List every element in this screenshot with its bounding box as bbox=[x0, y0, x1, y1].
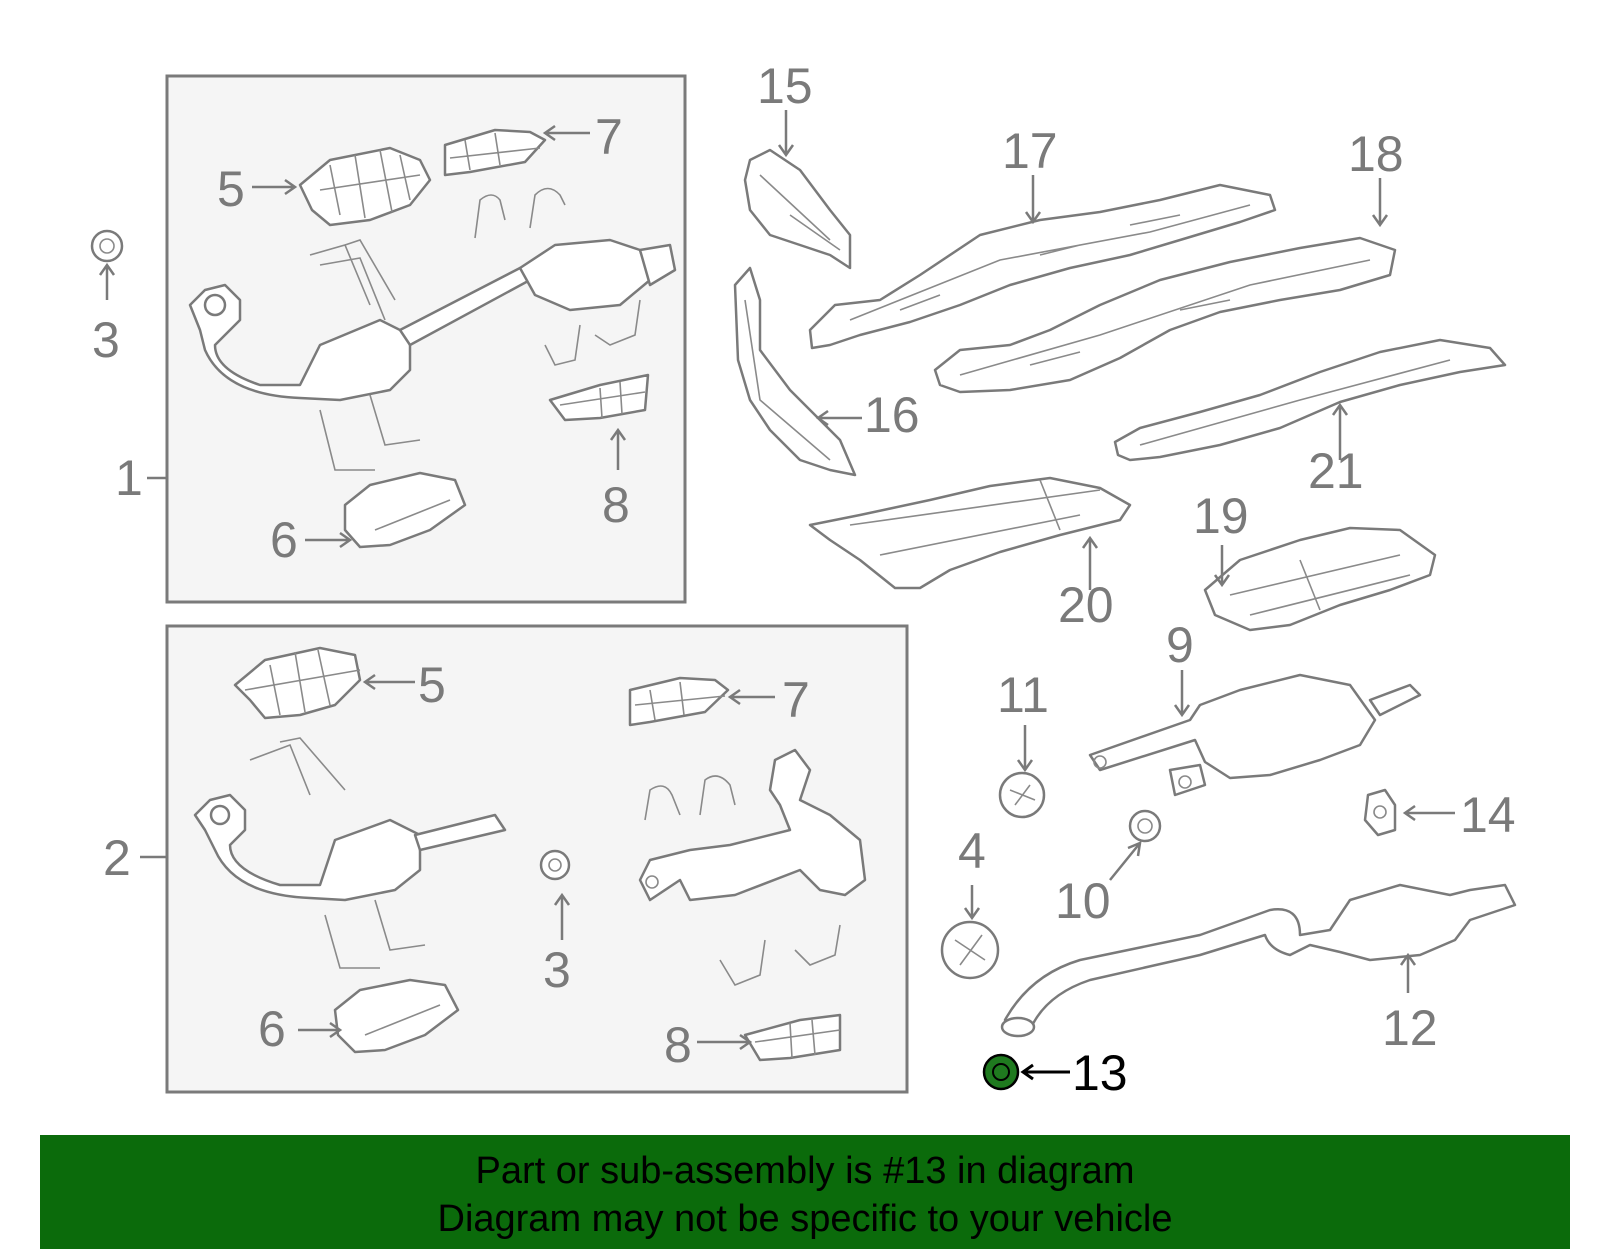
clamp-lower-left[interactable] bbox=[319, 394, 421, 471]
heat-shield-7-upper[interactable] bbox=[443, 128, 547, 177]
clamp-box2-upper[interactable] bbox=[249, 737, 346, 796]
clamp-box2-right-upper[interactable] bbox=[644, 775, 736, 821]
heat-insulator-17[interactable] bbox=[808, 183, 1277, 350]
heat-insulator-15[interactable] bbox=[743, 148, 852, 270]
heat-shield-6-lower[interactable] bbox=[333, 978, 460, 1054]
callout-14: 14 bbox=[1460, 787, 1516, 843]
callout-6-box2: 6 bbox=[258, 1001, 286, 1057]
callout-8-box1: 8 bbox=[602, 477, 630, 533]
hanger-11[interactable] bbox=[998, 771, 1046, 819]
catalytic-converter-assembly-1[interactable] bbox=[188, 238, 677, 402]
callout-9: 9 bbox=[1166, 617, 1194, 673]
callout-5-box2: 5 bbox=[418, 657, 446, 713]
callout-18: 18 bbox=[1348, 126, 1404, 182]
heat-shield-5-upper[interactable] bbox=[298, 146, 432, 227]
hanger-4[interactable] bbox=[940, 920, 1000, 980]
leader-lines bbox=[98, 110, 1455, 1081]
clamp-mid[interactable] bbox=[309, 239, 396, 321]
gasket-10[interactable] bbox=[1128, 809, 1162, 843]
callout-6-box1: 6 bbox=[270, 512, 298, 568]
callout-11: 11 bbox=[997, 667, 1049, 723]
callout-1: 1 bbox=[115, 450, 143, 506]
heat-insulator-19[interactable] bbox=[1203, 526, 1437, 632]
callout-3-box2: 3 bbox=[543, 942, 571, 998]
heat-shield-5-lower[interactable] bbox=[233, 646, 362, 720]
info-banner: Part or sub-assembly is #13 in diagram D… bbox=[40, 1135, 1570, 1249]
callout-21: 21 bbox=[1308, 443, 1364, 499]
heat-shield-8-lower[interactable] bbox=[743, 1013, 842, 1062]
callout-15: 15 bbox=[757, 58, 813, 114]
callout-2: 2 bbox=[103, 830, 131, 886]
heat-shield-7-lower[interactable] bbox=[628, 676, 730, 727]
heat-shield-8-upper[interactable] bbox=[548, 373, 650, 422]
callout-3-left: 3 bbox=[92, 312, 120, 368]
clamp-box2-right-lower[interactable] bbox=[719, 924, 841, 986]
clamp-box2-lower[interactable] bbox=[324, 899, 426, 969]
gasket-3-lower[interactable] bbox=[539, 849, 571, 881]
clamp-right[interactable] bbox=[544, 299, 641, 366]
muffler-9[interactable] bbox=[1088, 673, 1422, 797]
callout-4: 4 bbox=[958, 823, 986, 879]
tailpipe-muffler-12[interactable] bbox=[1000, 883, 1517, 1038]
banner-line-2: Diagram may not be specific to your vehi… bbox=[437, 1198, 1173, 1240]
callout-19: 19 bbox=[1193, 488, 1249, 544]
callout-12: 12 bbox=[1382, 1000, 1438, 1056]
callout-10: 10 bbox=[1055, 873, 1111, 929]
catalytic-converter-assembly-2[interactable] bbox=[193, 793, 507, 902]
callout-13-highlighted: 13 bbox=[1072, 1045, 1128, 1101]
callout-7-box1: 7 bbox=[595, 109, 623, 165]
heat-insulator-21[interactable] bbox=[1113, 338, 1507, 462]
banner-line-1: Part or sub-assembly is #13 in diagram bbox=[475, 1150, 1135, 1192]
gasket-3-outside[interactable] bbox=[90, 229, 124, 263]
clamp-upper[interactable] bbox=[474, 187, 566, 239]
callout-16: 16 bbox=[864, 387, 920, 443]
heat-shield-6-upper[interactable] bbox=[343, 471, 467, 549]
callout-7-box2: 7 bbox=[782, 672, 810, 728]
heat-insulator-18[interactable] bbox=[933, 236, 1397, 394]
catalytic-converter-assembly-2b[interactable] bbox=[638, 748, 867, 902]
heat-insulator-16[interactable] bbox=[733, 266, 857, 477]
callout-20: 20 bbox=[1058, 577, 1114, 633]
callout-5-box1: 5 bbox=[217, 161, 245, 217]
hanger-14[interactable] bbox=[1363, 788, 1397, 837]
gasket-13-highlighted[interactable] bbox=[982, 1053, 1020, 1091]
callout-17: 17 bbox=[1002, 123, 1058, 179]
heat-insulator-20[interactable] bbox=[808, 476, 1132, 590]
callout-8-box2: 8 bbox=[664, 1017, 692, 1073]
